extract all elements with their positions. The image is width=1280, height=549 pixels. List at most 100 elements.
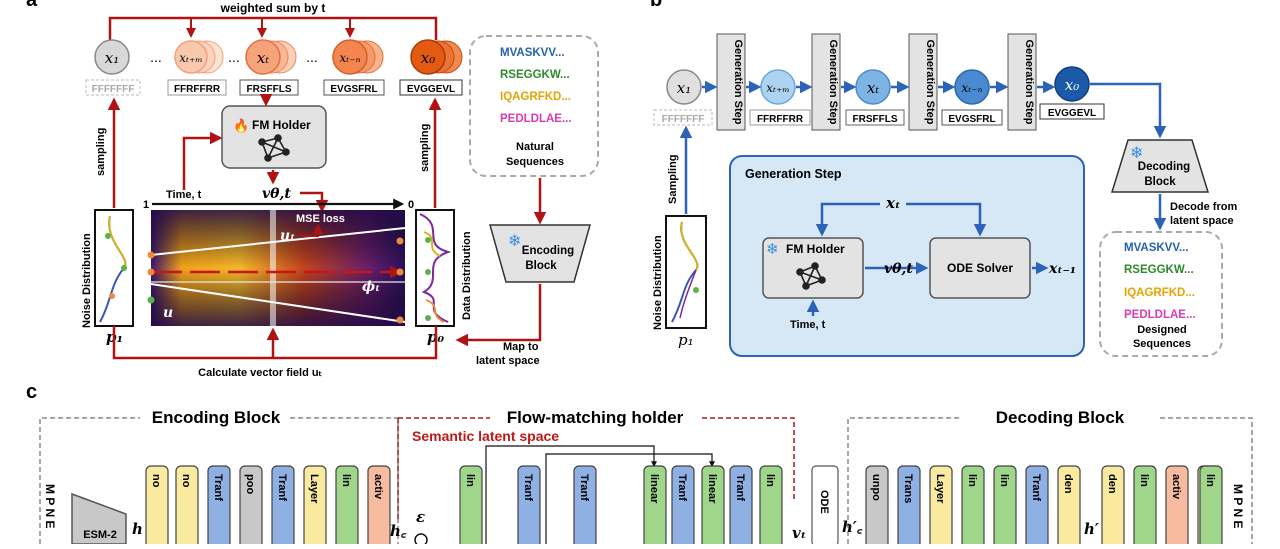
hc-label-c: h꜀ xyxy=(390,522,407,540)
layer-block-label: lin xyxy=(998,474,1010,487)
natural-sequences-box: MVASKVV... RSEGGKW... IQAGRFKD... PEDLDL… xyxy=(469,35,599,177)
layer-block xyxy=(1057,465,1081,549)
flame-icon: 🔥 xyxy=(233,118,249,133)
ut-label: uₜ xyxy=(280,228,295,244)
designed-seq-3: IQAGRFKD... xyxy=(1124,287,1195,299)
noise-dist-label-a: Noise Distribution xyxy=(81,233,93,328)
decoding-block-bracket xyxy=(847,417,960,544)
map-latent-line2: latent space xyxy=(476,355,540,367)
layer-block-label: Tranf xyxy=(212,474,224,501)
xt-to-ode-arrow-b xyxy=(906,202,987,237)
mpne-left: M P N E xyxy=(43,484,57,528)
layer-block-label: Tranf xyxy=(676,474,688,501)
layer-block-label: lin xyxy=(340,474,352,487)
layer-block-label: Tranf xyxy=(578,474,590,501)
x-node-a-3: xₜ FRSFFLS xyxy=(239,39,299,96)
sampling-label-a: sampling xyxy=(95,128,107,176)
x-node-seq: EVGSFRL xyxy=(330,84,377,95)
phi-label: ϕₜ xyxy=(362,279,380,295)
gen-step-col-3: Generation Step xyxy=(908,33,938,131)
layer-block-label: Trans xyxy=(902,474,914,503)
network-icon xyxy=(796,262,826,290)
ode-label: ODE xyxy=(818,490,830,514)
data-distribution-a xyxy=(415,209,455,327)
layer-block xyxy=(335,465,359,549)
fm-holder-a: 🔥 FM Holder xyxy=(221,105,327,169)
gen-step-label: Generation Step xyxy=(1023,40,1035,125)
layer-block xyxy=(1199,465,1223,549)
encoding-to-p0-arrow xyxy=(455,284,542,347)
designed-label-line2: Sequences xyxy=(1133,338,1191,350)
skip-connection-2 xyxy=(545,453,715,544)
calc-field-bracket xyxy=(112,326,438,360)
designed-seq-4: PEDLDLAE... xyxy=(1124,309,1196,321)
x-node-label: xₜ₋ₙ xyxy=(340,51,361,65)
x-node-b-4: xₜ₋ₙ EVGSFRL xyxy=(941,69,1003,126)
layer-block-label: lin xyxy=(464,474,476,487)
decoding-block-bracket-right xyxy=(1160,417,1253,544)
panel-b: b x₁ FFFFFFF xₜ₊ₘ FFRFFRR xₜ FRSFFLS xₜ₋… xyxy=(650,0,1237,357)
decoding-block-title-c: Decoding Block xyxy=(996,408,1125,427)
ode-solver-box xyxy=(929,237,1031,299)
x-node-label: xₜ₋ₙ xyxy=(962,81,983,95)
flow-holder-title: Flow-matching holder xyxy=(507,408,684,427)
eps-label: ε xyxy=(416,508,425,526)
x-node-seq: FFRFFRR xyxy=(757,114,804,125)
x-node-seq: FFFFFFF xyxy=(662,114,705,125)
layer-block xyxy=(729,465,753,549)
layer-block-label: no xyxy=(180,474,192,488)
weighted-sum-bracket xyxy=(108,16,438,40)
layer-block-label: Tranf xyxy=(734,474,746,501)
layer-block xyxy=(759,465,783,549)
layer-block xyxy=(573,465,597,549)
x-node-seq: FRSFFLS xyxy=(853,114,898,125)
generation-step-box: Generation Step xₜ ❄ FM Holder Time, t v… xyxy=(729,155,1085,357)
ellipsis-a-2: ... xyxy=(228,49,240,65)
layer-block-label: den xyxy=(1062,474,1074,494)
natural-seq-1: MVASKVV... xyxy=(500,47,565,59)
flow-heatmap xyxy=(147,210,406,326)
layer-block-label: linear xyxy=(648,474,660,504)
vt-label-c: vₜ xyxy=(792,524,806,542)
data-dist-label-a: Data Distribution xyxy=(461,231,473,320)
layer-block-label: Layer xyxy=(934,474,946,504)
decode-from-line2: latent space xyxy=(1170,215,1234,227)
noise-distribution-a xyxy=(94,209,134,327)
x-node-a-1: x₁ FFFFFFF xyxy=(85,39,141,96)
ellipsis-a-1: ... xyxy=(150,49,162,65)
layer-block xyxy=(145,465,169,549)
xt1-label: xₜ₋₁ xyxy=(1048,261,1076,277)
layer-block xyxy=(207,465,231,549)
natural-seq-4: PEDLDLAE... xyxy=(500,113,572,125)
x-node-label: x₁ xyxy=(105,49,119,67)
layer-block-label: linear xyxy=(706,474,718,504)
v-label-b: vθ,t xyxy=(884,261,913,277)
decoding-block-line1: Decoding xyxy=(1138,161,1190,173)
x0-to-decoding-arrow xyxy=(1090,82,1167,139)
h-label-c: h xyxy=(132,520,143,538)
gen-step-label: Generation Step xyxy=(924,40,936,125)
calc-field-label: Calculate vector field uₜ xyxy=(198,367,322,379)
layer-block xyxy=(929,465,953,549)
noise-dist-label-b: Noise Distribution xyxy=(652,235,664,330)
x-node-seq: FRSFFLS xyxy=(247,84,292,95)
decoding-block-line2: Block xyxy=(1144,176,1176,188)
layer-block xyxy=(1025,465,1049,549)
gen-step-col-2: Generation Step xyxy=(811,33,841,131)
encoding-block-a: ❄ Encoding Block xyxy=(489,224,591,283)
x-node-seq: FFRFFRR xyxy=(174,84,221,95)
natural-label-line2: Sequences xyxy=(506,156,564,168)
gen-box-title: Generation Step xyxy=(745,167,842,181)
layer-block xyxy=(1165,465,1189,549)
layer-block xyxy=(865,465,889,549)
natural-seq-2: RSEGGKW... xyxy=(500,69,570,81)
x-node-label: xₜ xyxy=(257,49,269,67)
decode-from-line1: Decode from xyxy=(1170,201,1237,213)
mpne-right: M P N E xyxy=(1231,484,1245,528)
layer-block-label: Tranf xyxy=(522,474,534,501)
snowflake-icon: ❄ xyxy=(508,233,521,250)
panel-c-letter: c xyxy=(26,381,37,403)
layer-block-label: unpo xyxy=(870,474,882,501)
mse-label: MSE loss xyxy=(296,213,345,225)
